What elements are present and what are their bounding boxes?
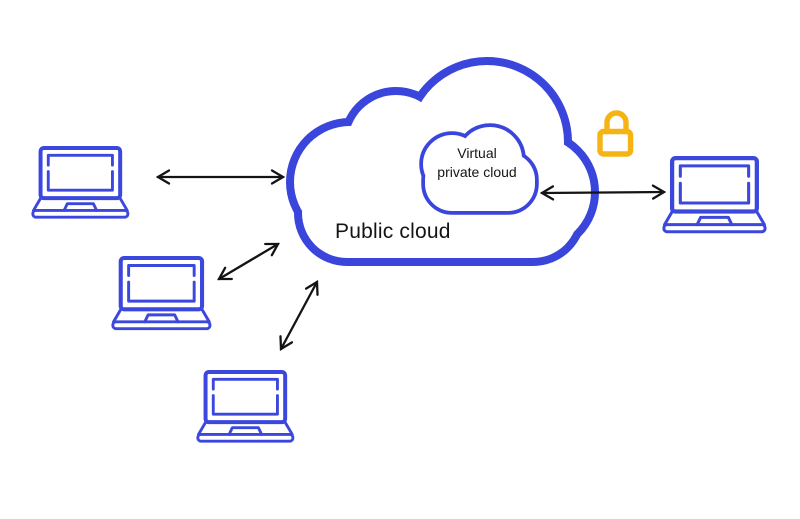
- public-cloud-label: Public cloud: [335, 220, 451, 243]
- laptop-icon-right: [664, 158, 765, 232]
- virtual-private-cloud-label: Virtual private cloud: [437, 145, 517, 180]
- laptop-icon-left: [30, 145, 130, 220]
- arrow-bottom-laptop-cloud: [279, 280, 319, 351]
- arrow-right-laptop-vpc: [539, 184, 667, 201]
- laptop-icon-bottom: [195, 369, 295, 444]
- connection-arrows: [155, 169, 667, 351]
- arrow-middle-laptop-cloud: [217, 242, 280, 281]
- lock-icon: [597, 110, 634, 157]
- virtual-private-cloud-shape: [419, 123, 539, 215]
- laptop-icon-middle-left: [113, 258, 210, 329]
